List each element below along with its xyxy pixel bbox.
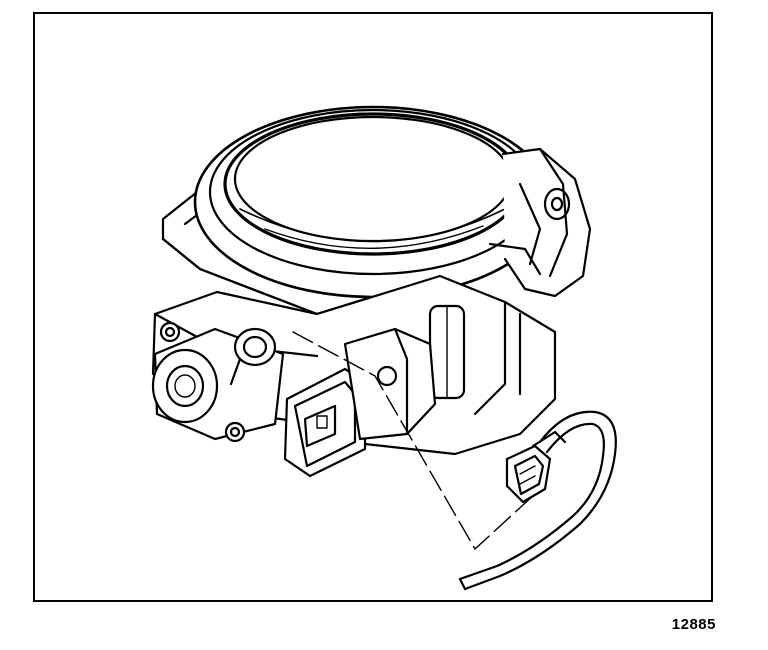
- illustration-frame: [33, 12, 713, 602]
- motor-housing: [343, 327, 437, 441]
- throttle-bore: [193, 105, 553, 299]
- harness-connector: [505, 430, 567, 504]
- leader-line: [292, 331, 536, 550]
- throttle-body-illustration: [151, 105, 617, 591]
- figure-number: 12885: [671, 616, 716, 633]
- sensor-fitting: [229, 327, 277, 386]
- throttle-linkage: [488, 147, 592, 298]
- wire-harness: [458, 410, 617, 591]
